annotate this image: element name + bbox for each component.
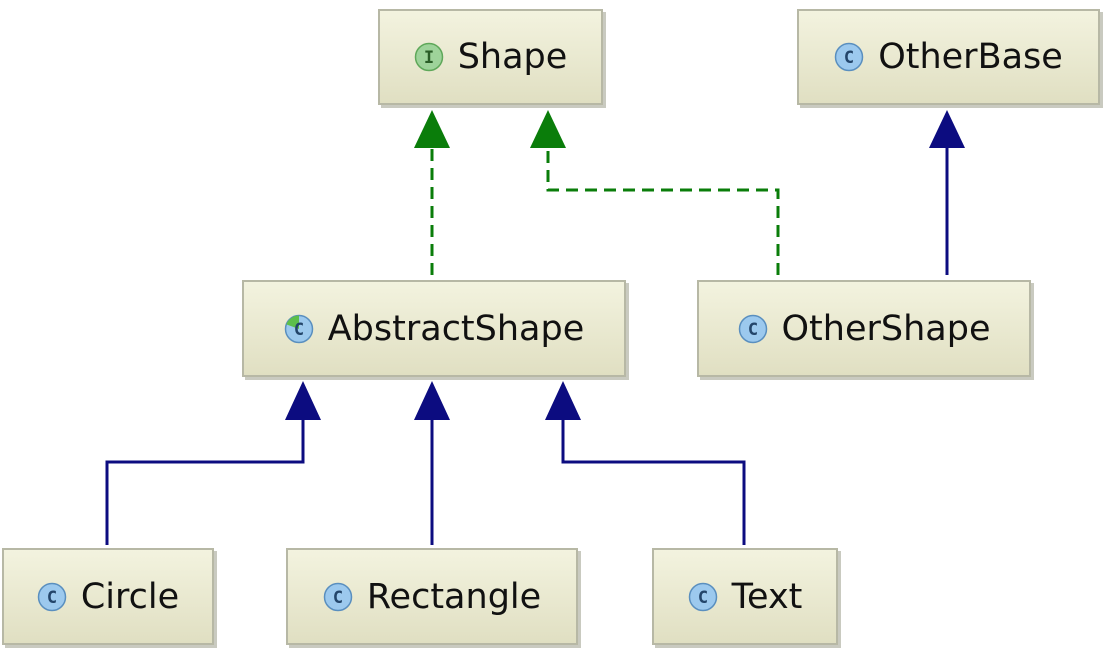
arrowhead-extends-icon [285,381,321,420]
interface-icon: I [414,42,443,72]
svg-text:I: I [424,48,434,68]
edge-othershape-implements-shape [546,146,780,275]
node-otherbase[interactable]: C OtherBase [797,9,1100,105]
class-icon: C [738,314,767,343]
svg-text:C: C [844,48,854,68]
edge-circle-extends-abstractshape [105,418,305,545]
class-icon: C [688,582,717,611]
node-label: AbstractShape [327,308,585,349]
edge-text-extends-abstractshape [561,418,746,545]
svg-text:C: C [697,588,707,608]
node-label: Circle [80,576,180,617]
node-label: Rectangle [366,576,542,617]
svg-text:C: C [294,320,304,340]
arrowhead-extends-icon [929,110,965,148]
node-text[interactable]: C Text [652,548,838,645]
class-icon: C [37,582,67,611]
node-shape[interactable]: I Shape [378,9,603,105]
svg-text:C: C [47,588,57,608]
arrowhead-extends-icon [545,381,581,420]
node-label: Shape [457,37,568,77]
arrowhead-extends-icon [414,381,450,420]
svg-text:C: C [747,320,757,340]
node-label: OtherShape [781,308,991,349]
node-label: OtherBase [878,37,1063,77]
class-icon: C [323,582,353,611]
node-abstractshape[interactable]: C AbstractShape [242,280,626,377]
arrowhead-implements-icon [414,110,450,148]
node-rectangle[interactable]: C Rectangle [286,548,578,645]
node-circle[interactable]: C Circle [2,548,214,645]
node-othershape[interactable]: C OtherShape [697,280,1031,377]
arrowhead-implements-icon [530,110,566,148]
abstract-class-icon: C [284,314,313,343]
class-icon: C [834,42,864,72]
node-label: Text [731,576,803,617]
svg-text:C: C [333,588,343,608]
